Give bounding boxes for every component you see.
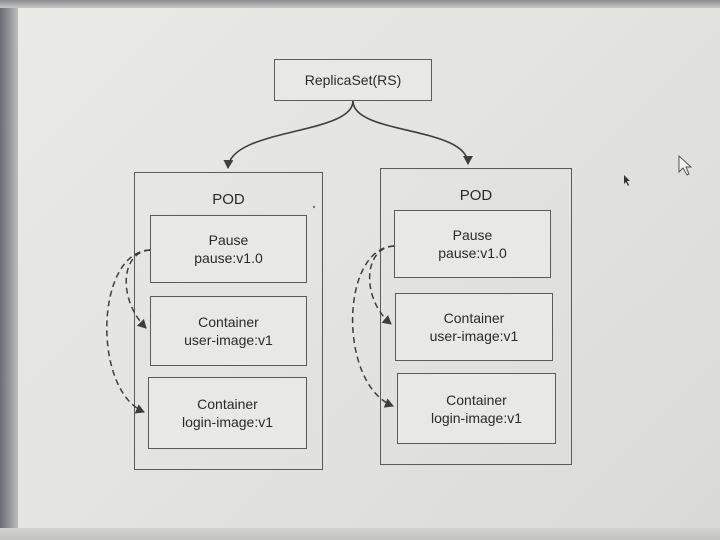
pod-right-pause-box: Pause pause:v1.0 <box>394 210 551 278</box>
container-label: Container <box>446 391 507 408</box>
container-label: Container <box>443 310 505 326</box>
pause-to-user-dashed-arrow <box>368 245 395 325</box>
container-label: Container <box>198 314 259 330</box>
rs-to-pod-right-arrow <box>352 100 473 165</box>
pod-right-title: POD <box>459 187 493 204</box>
pause-label: Pause <box>452 227 493 243</box>
pod-left-title: POD <box>212 191 245 208</box>
pod-right-user-container-box: Container user-image:v1 <box>395 293 553 361</box>
container-image: login-image:v1 <box>430 409 523 426</box>
monitor-bezel-left <box>0 0 18 540</box>
pod-left: POD <box>134 172 323 470</box>
dust-dot <box>312 205 316 209</box>
pod-left-user-container-box: Container user-image:v1 <box>150 296 307 366</box>
container-image: user-image:v1 <box>429 328 519 344</box>
pause-to-user-dashed-arrow <box>125 249 151 329</box>
pause-to-login-dashed-arrow <box>106 249 151 414</box>
mouse-cursor-icon <box>624 175 630 186</box>
pointer-arrow-icon <box>678 154 693 176</box>
pause-to-login-dashed-arrow <box>351 245 395 408</box>
monitor-bezel-top <box>0 0 720 8</box>
pause-image: pause:v1.0 <box>194 250 263 266</box>
pod-left-login-container-box: Container login-image:v1 <box>148 377 307 449</box>
container-label: Container <box>197 396 258 412</box>
pause-label: Pause <box>208 232 249 248</box>
monitor-bottom-edge <box>0 528 720 540</box>
replicaset-box: ReplicaSet(RS) <box>274 59 432 101</box>
container-image: user-image:v1 <box>184 332 273 348</box>
rs-to-pod-left-arrow <box>223 100 354 169</box>
pause-image: pause:v1.0 <box>438 245 507 261</box>
replicaset-label: ReplicaSet(RS) <box>304 72 402 88</box>
container-image: login-image:v1 <box>181 414 274 430</box>
pod-right: POD <box>380 168 572 465</box>
pod-left-pause-box: Pause pause:v1.0 <box>150 215 307 283</box>
pod-right-login-container-box: Container login-image:v1 <box>397 373 556 444</box>
